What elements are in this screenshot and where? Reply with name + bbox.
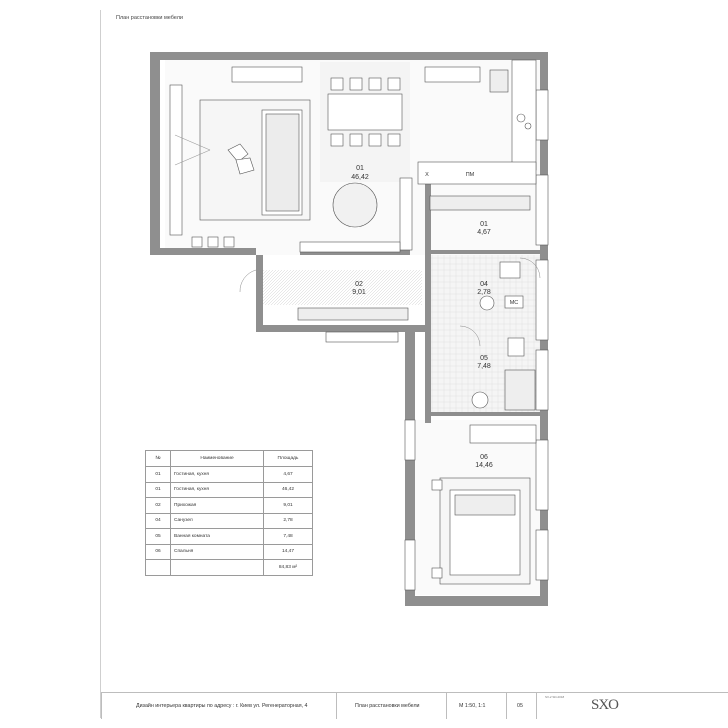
table-row: 02 Прихожая 9,01 bbox=[145, 497, 313, 514]
stamp-page-cell: 05 bbox=[506, 693, 536, 719]
kitchen-units bbox=[299, 59, 537, 253]
cell: Гостиная, кухня bbox=[170, 466, 264, 483]
stamp-sheet-cell: План расстановки мебели bbox=[336, 693, 446, 719]
living-room-furniture bbox=[169, 84, 311, 248]
cell: 4,67 bbox=[263, 466, 313, 483]
table-row: 06 Спальня 14,47 bbox=[145, 543, 313, 560]
cell: 06 bbox=[145, 543, 171, 560]
room-01b-number: 01 bbox=[480, 221, 488, 228]
bedroom-furniture bbox=[431, 424, 537, 585]
col-name: Наименование bbox=[170, 450, 264, 467]
stamp-scale-cell: М 1:50, 1:1 bbox=[446, 693, 506, 719]
room-04-area: 2,78 bbox=[477, 289, 491, 296]
cell: Гостиная, кухня bbox=[170, 481, 264, 498]
studio-logo: SXO bbox=[591, 697, 619, 713]
fridge-label: Х bbox=[425, 172, 429, 178]
room-06-area: 14,46 bbox=[475, 462, 493, 469]
cell: 05 bbox=[145, 528, 171, 545]
table-row: 01 Гостиная, кухня 46,42 bbox=[145, 481, 313, 498]
washer-label: МС bbox=[510, 300, 519, 306]
room-05-area: 7,48 bbox=[477, 363, 491, 370]
cell bbox=[170, 559, 264, 576]
title-block: Дизайн интерьера квартиры по адресу : г.… bbox=[101, 692, 728, 719]
cell: Санузел bbox=[170, 512, 264, 529]
cell: 14,47 bbox=[263, 543, 313, 560]
table-total-row: 84,83 м² bbox=[145, 559, 313, 576]
page-number: 05 bbox=[517, 703, 523, 709]
col-area: Площадь bbox=[263, 450, 313, 467]
cell: Прихожая bbox=[170, 497, 264, 514]
room-02-number: 02 bbox=[355, 281, 363, 288]
project-title: Дизайн интерьера квартиры по адресу : г.… bbox=[136, 703, 308, 709]
dishwasher-label: ПМ bbox=[466, 172, 475, 178]
room-01-number: 01 bbox=[356, 165, 364, 172]
stamp-logo-cell: SV-2 SD-2018 SXO bbox=[536, 693, 626, 719]
table-row: 04 Санузел 2,78 bbox=[145, 512, 313, 529]
sheet-name: План расстановки мебели bbox=[355, 703, 420, 709]
cell: 46,42 bbox=[263, 481, 313, 498]
area-table: № Наименование Площадь 01 Гостиная, кухн… bbox=[145, 450, 313, 576]
cell: 02 bbox=[145, 497, 171, 514]
bath-fixtures bbox=[297, 261, 536, 411]
windows bbox=[231, 66, 549, 591]
room-05-number: 05 bbox=[480, 355, 488, 362]
door-swings bbox=[239, 257, 541, 347]
cell: 01 bbox=[145, 481, 171, 498]
room-04-number: 04 bbox=[480, 281, 488, 288]
table-row: 01 Гостиная, кухня 4,67 bbox=[145, 466, 313, 483]
table-row: 05 Ванная комната 7,48 bbox=[145, 528, 313, 545]
cell: 01 bbox=[145, 466, 171, 483]
total-area: 84,83 м² bbox=[263, 559, 313, 576]
cell: 9,01 bbox=[263, 497, 313, 514]
room-06-number: 06 bbox=[480, 454, 488, 461]
cell: 7,48 bbox=[263, 528, 313, 545]
cell: 04 bbox=[145, 512, 171, 529]
stamp-project-cell: Дизайн интерьера квартиры по адресу : г.… bbox=[101, 693, 336, 719]
room-02-area: 9,01 bbox=[352, 289, 366, 296]
cell: 2,78 bbox=[263, 512, 313, 529]
sheet-title: План расстановки мебели bbox=[116, 15, 183, 21]
dining-set bbox=[327, 77, 403, 228]
drawing-code: SV-2 SD-2018 bbox=[545, 695, 565, 699]
room-01b-area: 4,67 bbox=[477, 229, 491, 236]
cell: Спальня bbox=[170, 543, 264, 560]
cell: Ванная комната bbox=[170, 528, 264, 545]
cell bbox=[145, 559, 171, 576]
table-header-row: № Наименование Площадь bbox=[145, 450, 313, 467]
room-01-area: 46,42 bbox=[351, 174, 369, 181]
col-number: № bbox=[145, 450, 171, 467]
drawing-sheet bbox=[100, 10, 728, 718]
scale: М 1:50, 1:1 bbox=[459, 703, 486, 709]
